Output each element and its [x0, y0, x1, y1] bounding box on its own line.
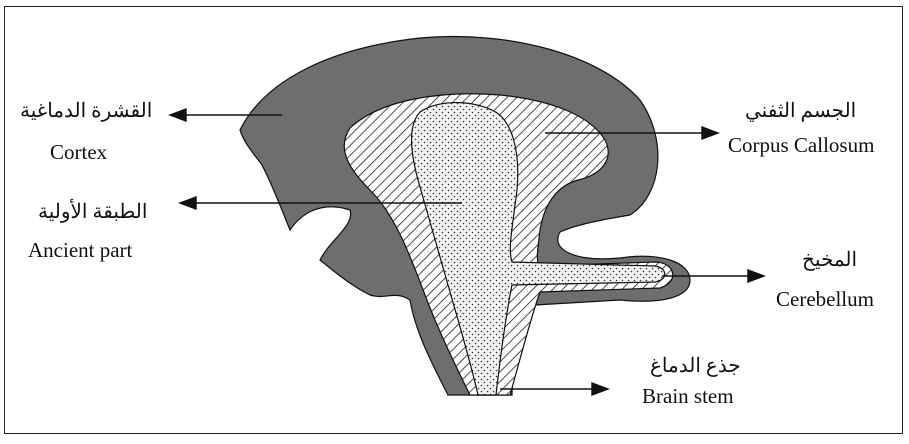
- cerebellum-label-ar: المخيخ: [802, 247, 857, 272]
- ancient-part-label-en: Ancient part: [28, 238, 132, 263]
- cortex-label-en: Cortex: [50, 140, 107, 165]
- brain-stem-arrow: [500, 383, 608, 395]
- cerebellum-label-en: Cerebellum: [776, 287, 874, 312]
- brain-stem-label-ar: جذع الدماغ: [650, 353, 741, 378]
- corpus-callosum-label-en: Corpus Callosum: [728, 133, 874, 158]
- cortex-label-ar: القشرة الدماغية: [20, 98, 152, 123]
- brain-stem-label-en: Brain stem: [642, 384, 734, 409]
- corpus-callosum-label-ar: الجسم الثفني: [745, 98, 856, 123]
- ancient-part-label-ar: الطبقة الأولية: [38, 199, 147, 224]
